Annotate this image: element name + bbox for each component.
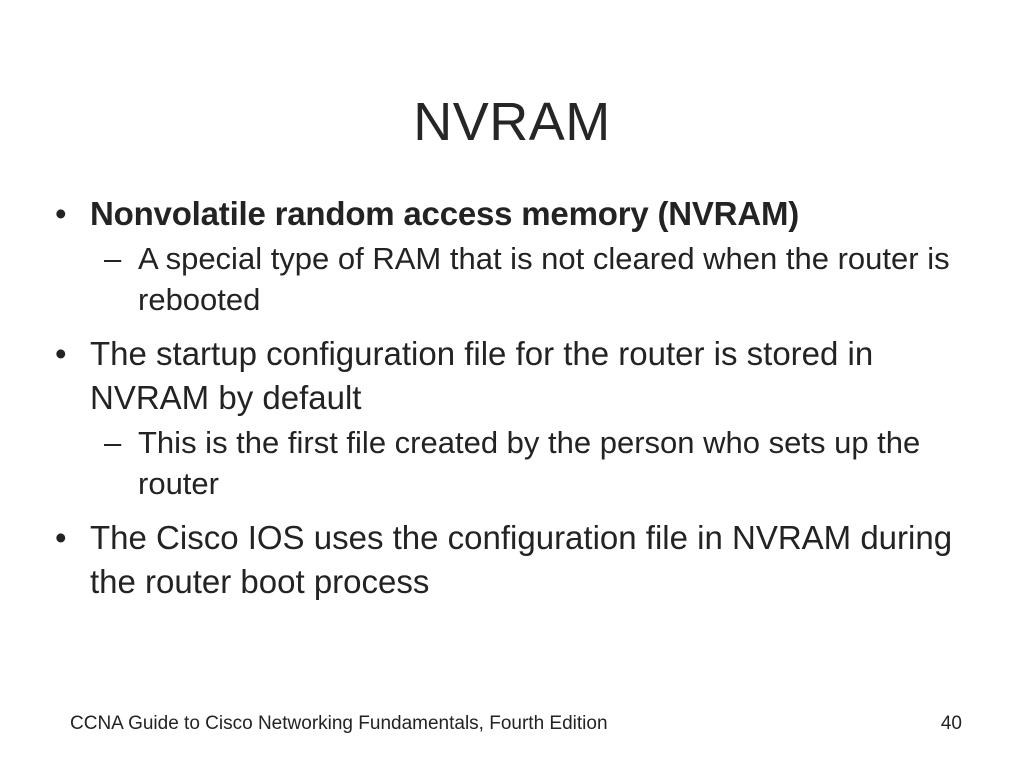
bullet-item-2: • The startup configuration file for the… [52,332,982,420]
sub-bullet-list-2: – This is the first file created by the … [52,422,982,504]
slide-footer: CCNA Guide to Cisco Networking Fundament… [0,711,1024,741]
spacer [52,320,982,332]
bullet-item-3: • The Cisco IOS uses the configuration f… [52,516,982,604]
bullet-text-2: The startup configuration file for the r… [90,335,874,416]
dash-marker-icon: – [104,241,122,276]
bullet-item-1: • Nonvolatile random access memory (NVRA… [52,192,982,236]
bullet-text-3: The Cisco IOS uses the configuration fil… [90,519,953,600]
slide-title: NVRAM [413,92,611,153]
bullet-marker-icon: • [55,519,67,556]
dash-marker-icon: – [104,425,122,460]
sub-bullet-list-1: – A special type of RAM that is not clea… [52,238,982,320]
sub-bullet-text-1-1: A special type of RAM that is not cleare… [138,241,950,317]
bullet-marker-icon: • [55,335,67,372]
spacer [52,504,982,516]
bullet-marker-icon: • [55,195,67,232]
footer-source-text: CCNA Guide to Cisco Networking Fundament… [70,713,608,734]
sub-bullet-item-1-1: – A special type of RAM that is not clea… [104,238,982,320]
bullet-text-1: Nonvolatile random access memory (NVRAM) [90,195,800,232]
sub-bullet-item-2-1: – This is the first file created by the … [104,422,982,504]
slide-body-content: • Nonvolatile random access memory (NVRA… [52,192,982,606]
sub-bullet-text-2-1: This is the first file created by the pe… [138,425,921,501]
slide-page-number: 40 [940,713,962,734]
